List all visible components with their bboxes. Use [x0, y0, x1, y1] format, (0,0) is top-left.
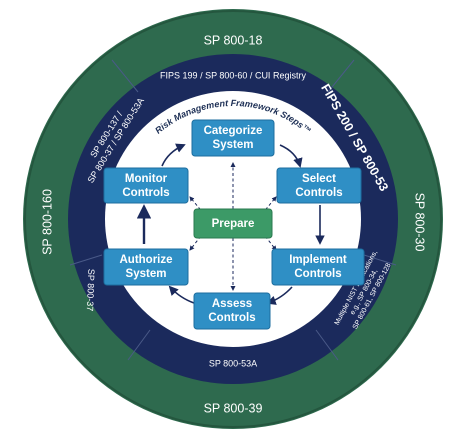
step-monitor-line1: Monitor — [125, 173, 168, 185]
outer-label-top: SP 800-18 — [204, 33, 263, 47]
step-assess-line1: Assess — [212, 298, 252, 310]
dashed-arrow-down-left — [189, 231, 205, 251]
outer-label-left: SP 800-160 — [40, 189, 54, 255]
band-label-top: FIPS 199 / SP 800-60 / CUI Registry — [160, 70, 306, 80]
band-label-left: SP 800-37 — [85, 269, 96, 312]
step-select-line1: Select — [302, 173, 336, 185]
step-select-line2: Controls — [295, 187, 342, 199]
dashed-arrow-down-right — [261, 231, 277, 251]
step-prepare: Prepare — [193, 208, 273, 239]
step-implement-controls: Implement Controls — [271, 248, 365, 286]
outer-label-bottom: SP 800-39 — [204, 401, 263, 415]
outer-label-right: SP 800-30 — [413, 193, 427, 252]
arrow-monitor-categorize — [161, 143, 186, 167]
step-implement-line2: Controls — [294, 268, 341, 280]
step-categorize-line1: Categorize — [204, 125, 263, 137]
outer-ring-edge — [24, 10, 442, 428]
band-label-bottom: SP 800-53A — [209, 358, 257, 368]
arrow-assess-authorize — [168, 285, 195, 304]
step-monitor-controls: Monitor Controls — [103, 167, 189, 204]
dashed-arrow-up-left — [189, 196, 205, 215]
dashed-arrow-up-right — [261, 196, 277, 215]
step-select-controls: Select Controls — [276, 167, 362, 204]
step-assess-controls: Assess Controls — [193, 292, 271, 330]
step-assess-line2: Controls — [208, 312, 255, 324]
step-prepare-label: Prepare — [212, 218, 255, 230]
step-categorize-system: Categorize System — [191, 119, 275, 157]
step-monitor-line2: Controls — [122, 187, 169, 199]
step-categorize-line2: System — [213, 139, 254, 151]
step-authorize-system: Authorize System — [103, 248, 189, 286]
step-authorize-line1: Authorize — [119, 254, 172, 266]
cycle-arrows — [136, 143, 325, 305]
band-dividers — [69, 59, 397, 361]
arrow-categorize-select — [279, 144, 303, 168]
prepare-arrows — [189, 162, 277, 291]
step-authorize-line2: System — [126, 268, 167, 280]
step-implement-line1: Implement — [289, 254, 347, 266]
